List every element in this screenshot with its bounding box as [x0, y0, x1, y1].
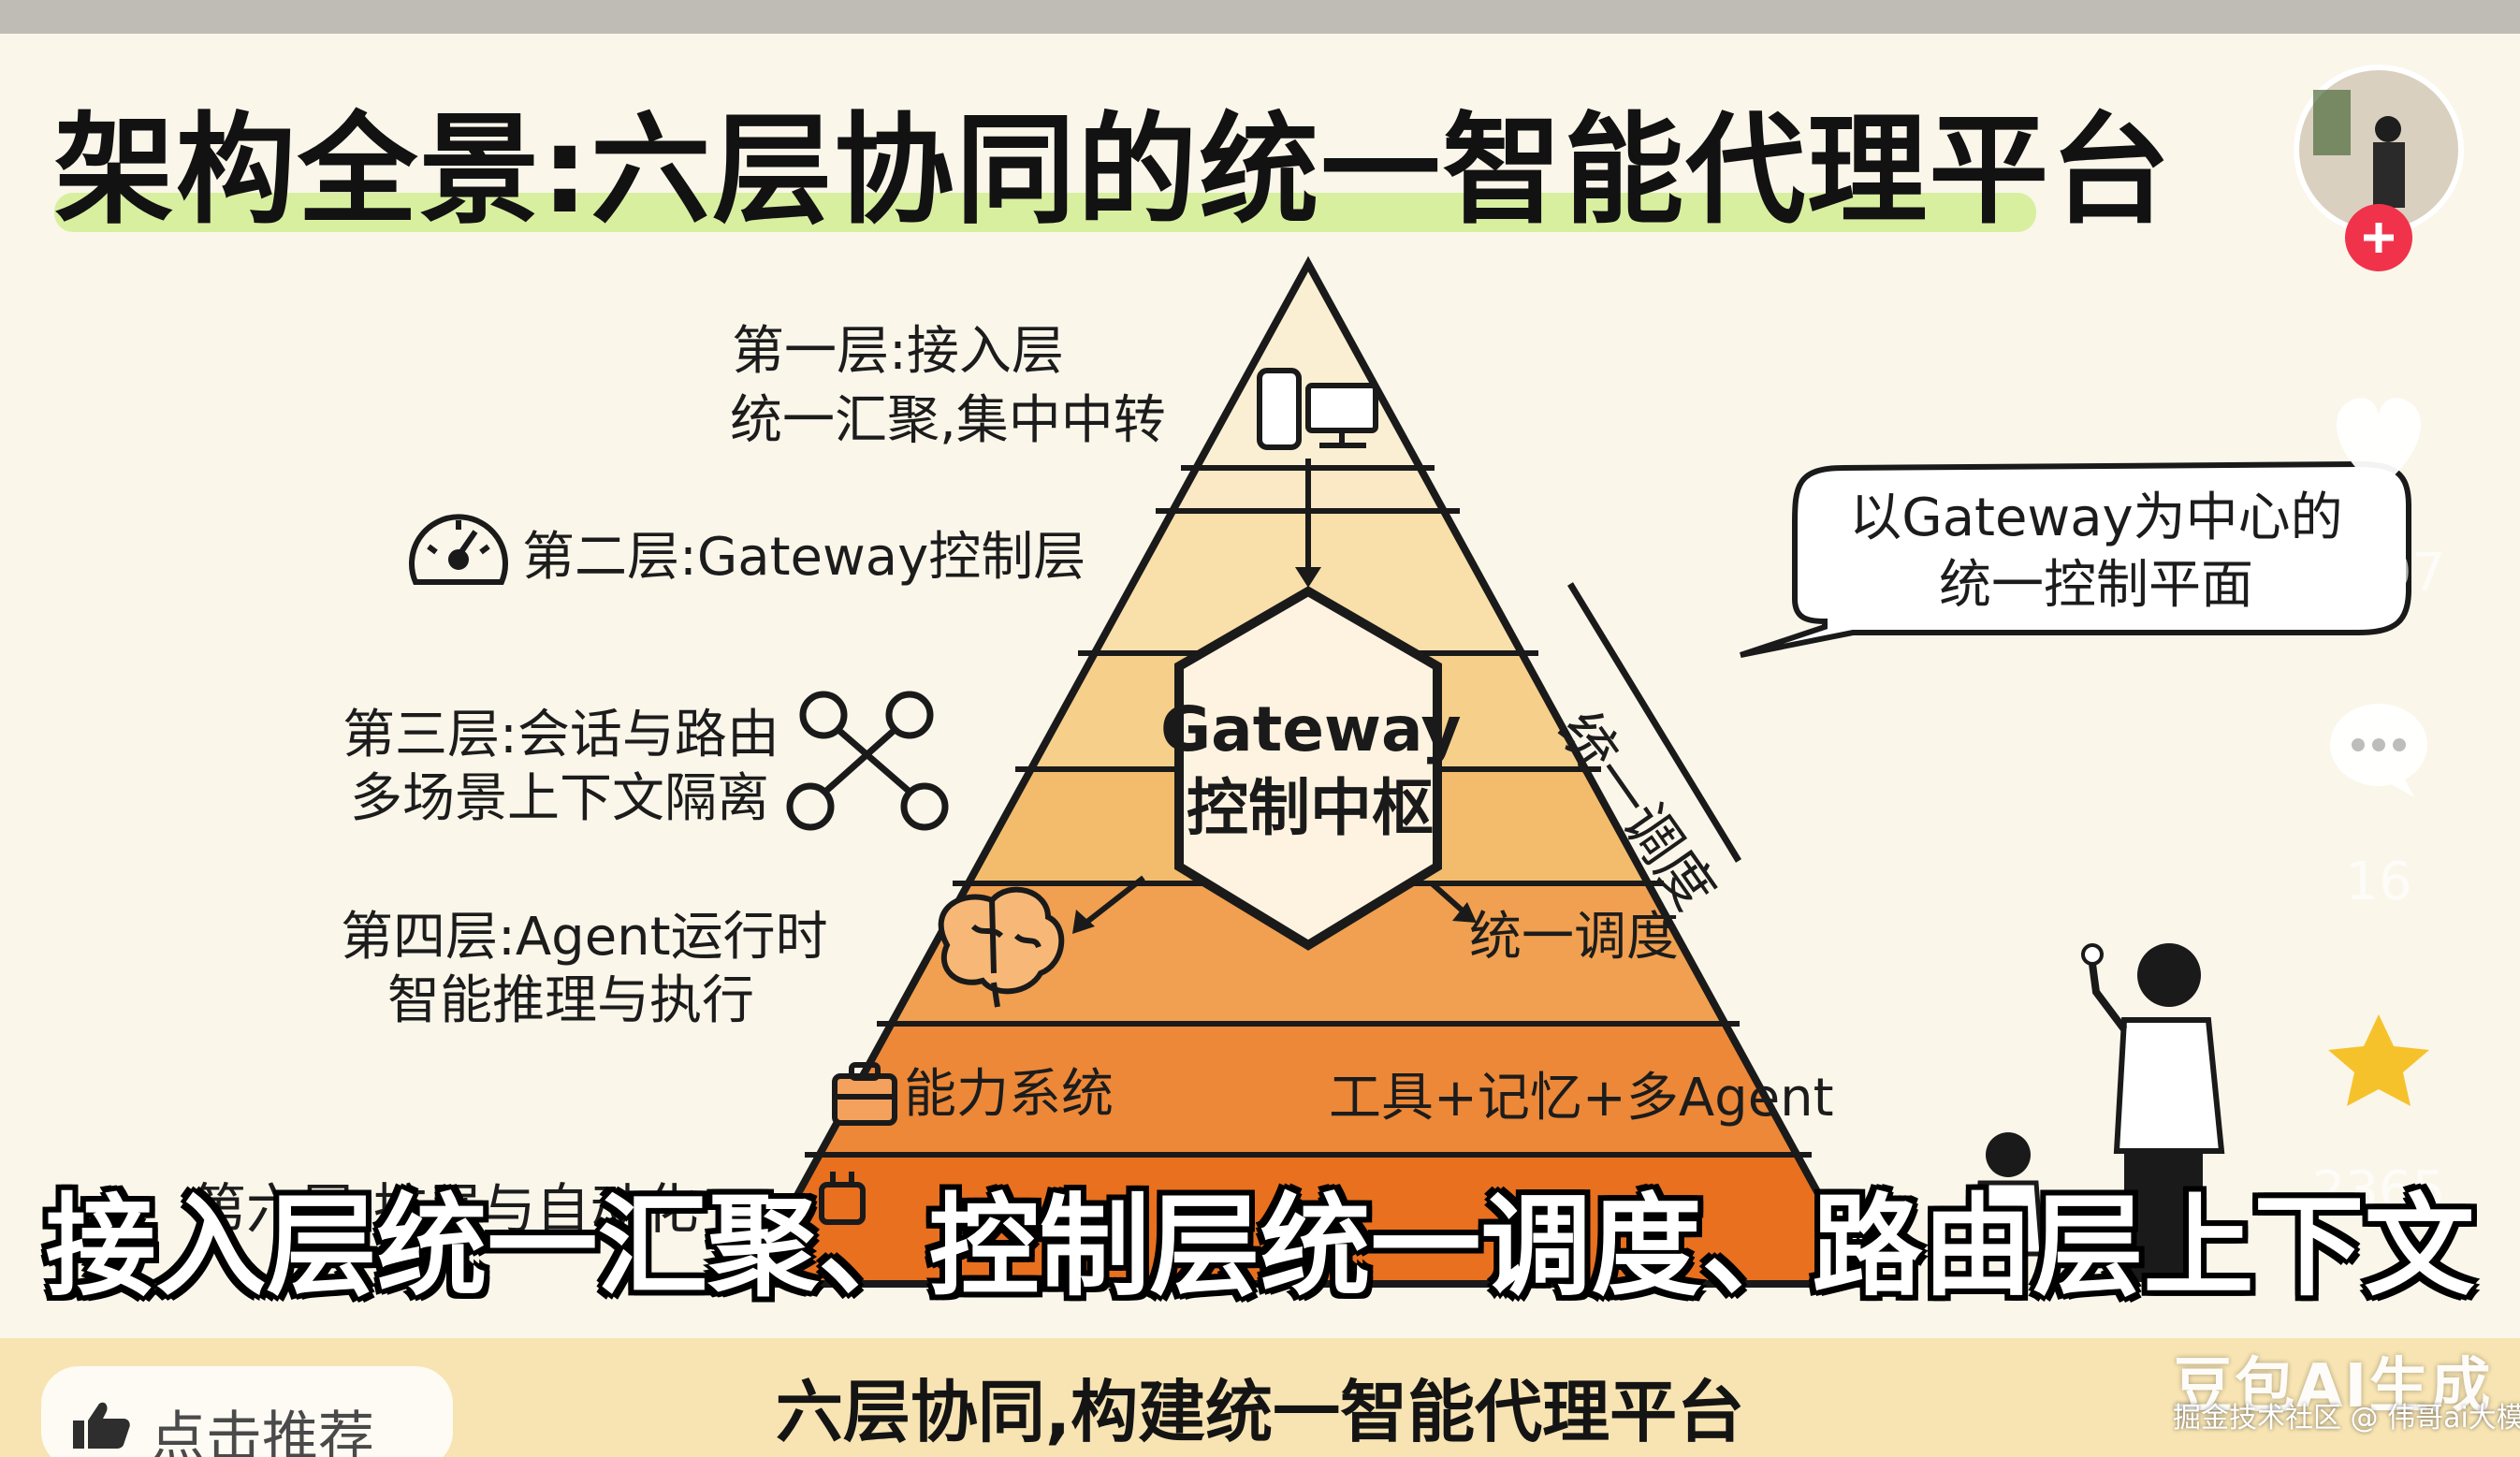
plus-icon[interactable] — [2345, 204, 2412, 271]
comment-count: 16 — [2345, 852, 2412, 912]
left-arrow — [1082, 875, 1145, 927]
layer1-desc: 统一汇聚,集中中转 — [730, 390, 1166, 451]
devices-icon — [1257, 368, 1378, 450]
person-adult-illustration — [2081, 943, 2225, 1282]
schedule-label: 统一调度 — [1469, 907, 1679, 968]
site-watermark: 掘金技术社区 @ 伟哥ai大模型 — [2173, 1402, 2520, 1435]
top-bar — [0, 0, 2520, 34]
brain-icon — [938, 886, 1065, 1008]
schedule-divider-line — [1567, 582, 1741, 863]
bubble-line1: 以Gateway为中心的 — [1849, 488, 2343, 548]
slide-title: 架构全景:六层协同的统一智能代理平台 — [54, 101, 2173, 240]
thumb-up-icon — [73, 1402, 130, 1449]
layer4-desc: 智能推理与执行 — [387, 970, 754, 1031]
star-icon[interactable] — [2328, 1014, 2429, 1106]
avatar[interactable] — [2294, 65, 2464, 235]
gateway-hexagon — [1174, 586, 1442, 951]
left-arrow-head — [1072, 910, 1095, 934]
layer1-title: 第一层:接入层 — [732, 321, 1064, 382]
pyramid-outline — [742, 255, 1874, 1288]
comment-icon[interactable] — [2330, 704, 2427, 797]
like-count: 1597 — [2311, 543, 2446, 604]
down-arrow-head — [1295, 567, 1321, 588]
pyramid-band-5 — [749, 1024, 1868, 1155]
layer5-right-label: 工具+记忆+多Agent — [1329, 1068, 1834, 1129]
gateway-label: Gateway 控制中枢 — [1160, 691, 1462, 848]
layer6-title: 第六层:扩展与自动化 — [192, 1177, 699, 1241]
gateway-line2: 控制中枢 — [1187, 772, 1434, 844]
favorite-count: 2365 — [2311, 1160, 2446, 1221]
video-subtitle: 接入层统一汇聚、控制层统一调度、路由层上下文 — [45, 1182, 2475, 1311]
recommend-label: 点击推荐 — [150, 1406, 374, 1457]
title-highlight — [54, 193, 2036, 232]
brand-watermark: 豆包AI生成 — [2173, 1352, 2493, 1421]
network-icon — [786, 691, 949, 831]
layer3-desc: 多场景上下文隔离 — [350, 768, 769, 829]
speech-bubble — [1740, 460, 2411, 658]
pyramid-band-6 — [749, 1155, 1868, 1284]
toolbox-icon — [832, 1062, 897, 1126]
layer4-title: 第四层:Agent运行时 — [341, 907, 828, 968]
gateway-line1: Gateway — [1160, 693, 1462, 765]
layer5-left-label: 能力系统 — [904, 1064, 1114, 1125]
layer3-title: 第三层:会话与路由 — [342, 705, 779, 765]
person-child-illustration — [1972, 1132, 2045, 1257]
right-arrow-head — [1452, 902, 1477, 923]
layer2-title: 第二层:Gateway控制层 — [522, 527, 1086, 588]
bubble-text: 以Gateway为中心的 统一控制平面 — [1834, 485, 2358, 619]
heart-icon[interactable] — [2337, 398, 2421, 488]
bubble-line2: 统一控制平面 — [1939, 555, 2253, 616]
plug-icon — [819, 1172, 866, 1225]
right-arrow — [1430, 881, 1467, 916]
bottom-banner-text: 六层协同,构建统一智能代理平台 — [775, 1373, 1745, 1451]
gauge-icon — [409, 514, 508, 585]
